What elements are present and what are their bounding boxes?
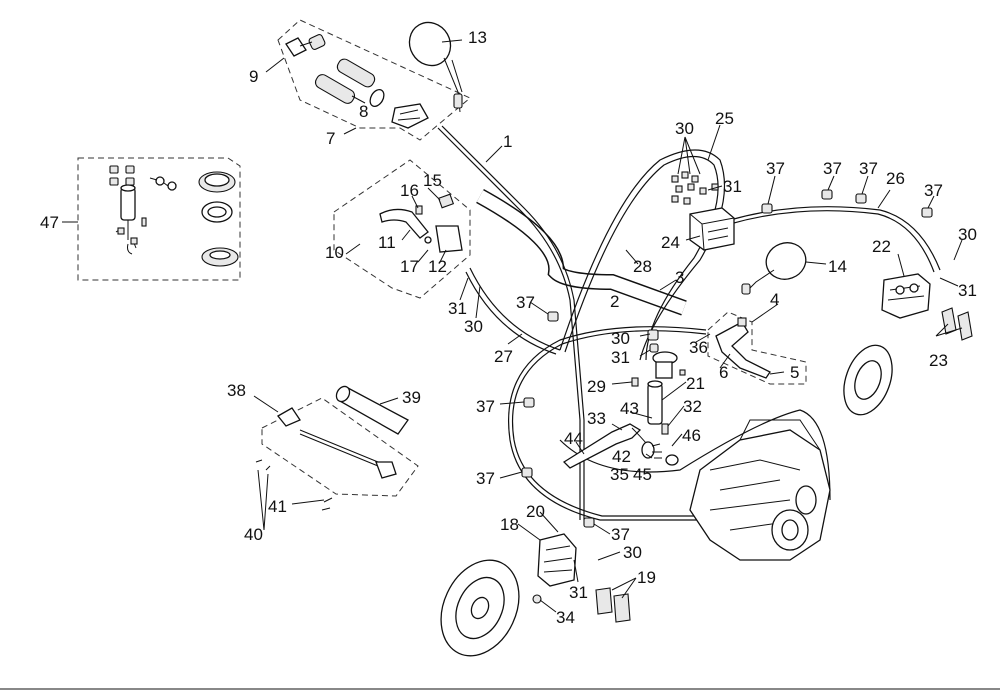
handlebar [476, 188, 687, 316]
callout-46: 46 [682, 426, 701, 445]
callout-39: 39 [402, 388, 421, 407]
callout-5: 5 [790, 363, 799, 382]
handlebar-brace [255, 407, 397, 511]
callout-28: 28 [633, 257, 652, 276]
callout-31-c: 31 [448, 299, 467, 318]
callout-37-h: 37 [611, 525, 630, 544]
callout-12: 12 [428, 257, 447, 276]
callout-36: 36 [689, 338, 708, 357]
callout-30-a: 30 [675, 119, 694, 138]
callout-10: 10 [325, 243, 344, 262]
front-brake-disc [440, 559, 520, 657]
callout-37-a: 37 [766, 159, 785, 178]
callout-6: 6 [719, 363, 728, 382]
callout-19: 19 [637, 568, 656, 587]
callout-27: 27 [494, 347, 513, 366]
callout-45: 45 [633, 465, 652, 484]
rear-brake-caliper [881, 273, 931, 319]
group-box-47 [77, 157, 241, 281]
rear-brake-pads [941, 307, 973, 341]
callout-16: 16 [400, 181, 419, 200]
handlebar-pad [335, 385, 409, 435]
group-box-7 [277, 19, 471, 141]
callout-26: 26 [886, 169, 905, 188]
abs-modulator [671, 171, 735, 251]
leader-lines [253, 39, 963, 613]
callout-25: 25 [715, 109, 734, 128]
callout-1: 1 [503, 132, 512, 151]
callout-35: 35 [610, 465, 629, 484]
rear-brake-disc [843, 344, 893, 416]
cables-and-hoses [437, 125, 941, 521]
callout-43: 43 [620, 399, 639, 418]
callout-47: 47 [40, 213, 59, 232]
rear-master-cylinder [631, 329, 686, 425]
group-box-4 [707, 311, 807, 385]
callout-38: 38 [227, 381, 246, 400]
callout-30-e: 30 [623, 543, 642, 562]
callout-32: 32 [683, 397, 702, 416]
callout-42: 42 [612, 447, 631, 466]
callout-37-c: 37 [859, 159, 878, 178]
callout-30-c: 30 [464, 317, 483, 336]
callout-44: 44 [564, 429, 583, 448]
callout-31-b: 31 [958, 281, 977, 300]
callout-9: 9 [249, 67, 258, 86]
callout-33: 33 [587, 409, 606, 428]
handlebar-grips [314, 58, 429, 129]
callout-3: 3 [675, 268, 684, 287]
callout-30-b: 30 [958, 225, 977, 244]
callout-29: 29 [587, 377, 606, 396]
callout-21: 21 [686, 374, 705, 393]
callout-34: 34 [556, 608, 575, 627]
callout-37-b: 37 [823, 159, 842, 178]
callout-11: 11 [378, 233, 396, 252]
rear-brake-pedal [562, 423, 679, 469]
mirror-right-14 [741, 242, 807, 295]
mirror-left-13 [408, 21, 463, 113]
callout-20: 20 [526, 502, 545, 521]
callout-31-e: 31 [569, 583, 588, 602]
clutch-lever-assembly [379, 193, 463, 253]
callout-17: 17 [400, 257, 419, 276]
callout-18: 18 [500, 515, 519, 534]
callout-41: 41 [268, 497, 287, 516]
callout-4: 4 [770, 290, 779, 309]
callout-14: 14 [828, 257, 847, 276]
callout-37-g: 37 [476, 469, 495, 488]
callout-7: 7 [326, 129, 335, 148]
callout-31-d: 31 [611, 348, 630, 367]
group-box-38 [261, 397, 419, 497]
hose-clips [521, 189, 933, 528]
ignition-lock-set [109, 165, 239, 267]
bar-end-weights [285, 34, 326, 57]
callout-40: 40 [244, 525, 263, 544]
callout-15: 15 [423, 171, 442, 190]
callout-22: 22 [872, 237, 891, 256]
front-brake-pads [595, 587, 631, 623]
front-brake-lever [715, 317, 771, 379]
engine-block [689, 419, 831, 561]
callout-30-d: 30 [611, 329, 630, 348]
callout-2: 2 [610, 292, 619, 311]
callout-23: 23 [929, 351, 948, 370]
callout-13: 13 [468, 28, 487, 47]
group-box-10 [333, 159, 471, 299]
callout-labels: 13 9 8 7 1 30 25 31 37 37 37 26 37 47 15… [40, 28, 977, 627]
front-brake-caliper [537, 533, 577, 587]
callout-8: 8 [359, 102, 368, 121]
bolt-34 [532, 594, 542, 604]
callout-31-a: 31 [723, 177, 742, 196]
callout-37-e: 37 [516, 293, 535, 312]
callout-24: 24 [661, 233, 680, 252]
callout-37-d: 37 [924, 181, 943, 200]
callout-37-f: 37 [476, 397, 495, 416]
